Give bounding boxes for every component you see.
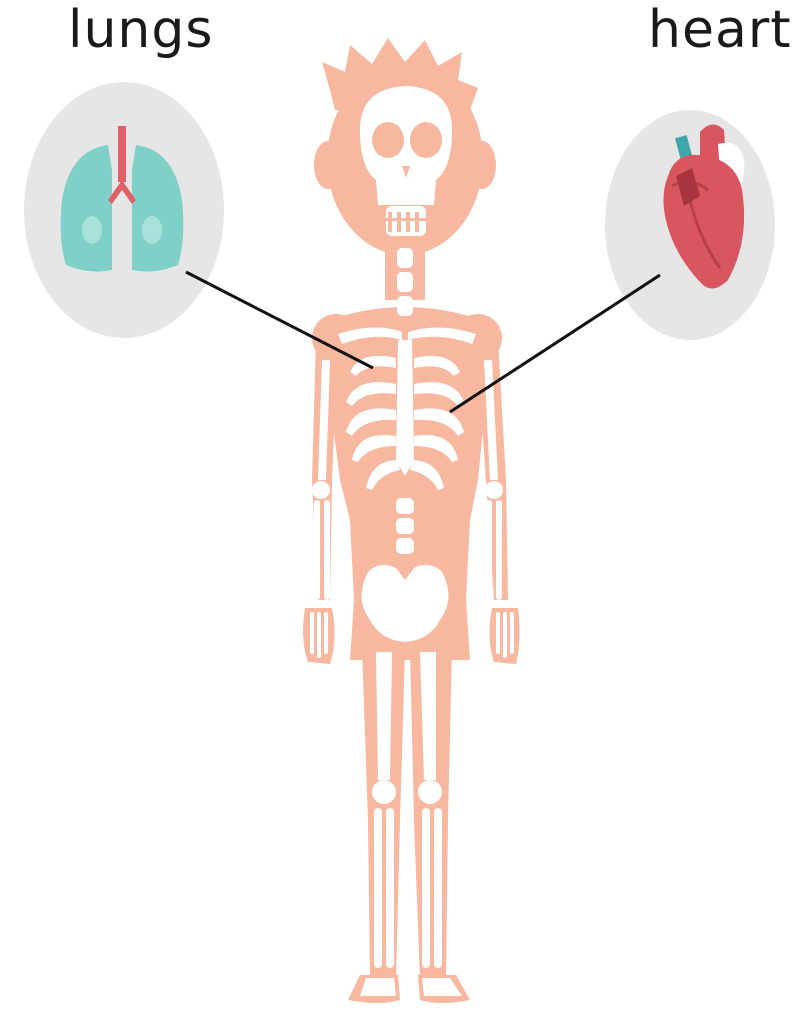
lungs-callout [24,82,224,338]
heart-callout [605,110,775,340]
skeleton-bones [310,86,514,996]
